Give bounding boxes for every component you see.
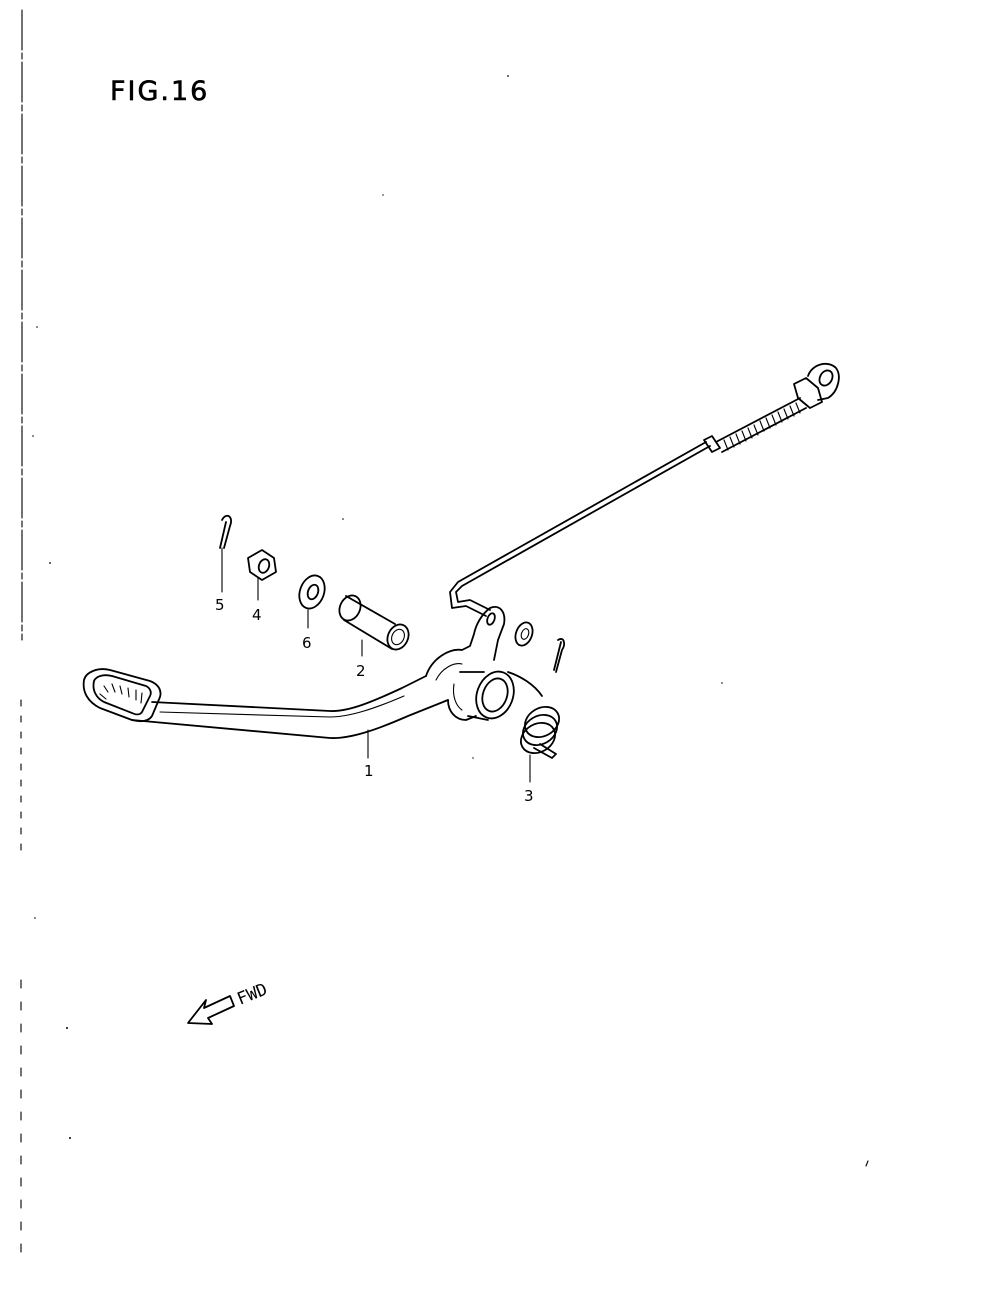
figure-title: FIG.16 [110,76,210,108]
arrow-left-outline-icon [187,995,235,1025]
forward-direction-indicator: FWD [187,980,270,1025]
callout-3: 3 [524,787,534,805]
cotter-pin-right [553,638,565,673]
callout-1: 1 [364,762,374,780]
washer [298,574,326,610]
callout-2: 2 [356,662,366,680]
callout-6: 6 [302,634,312,652]
washer-right [514,621,534,647]
pivot-sleeve [338,594,410,651]
fwd-label: FWD [234,980,270,1010]
return-spring [507,671,560,759]
scan-left-edge [20,9,23,1266]
callout-5: 5 [215,596,225,614]
callout-leaders [221,547,531,783]
scan-specks [32,75,869,1167]
cotter-pin [219,514,232,549]
nut [247,549,277,581]
brake-rod [449,362,840,617]
callout-4: 4 [252,606,262,624]
brake-pedal [82,606,515,739]
